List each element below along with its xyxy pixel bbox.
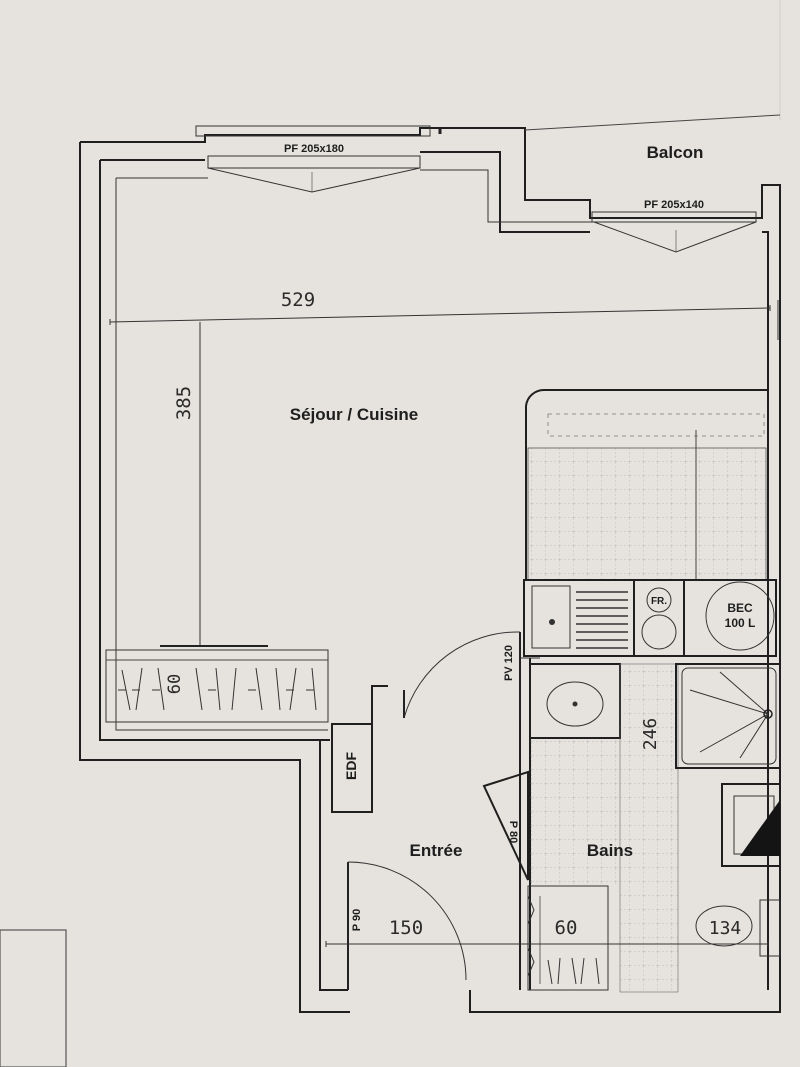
kitchen-units	[525, 388, 768, 581]
dimension-depth	[160, 322, 268, 647]
room-label-balcon: Balcon	[647, 143, 704, 162]
door-label-p80: P 80	[507, 821, 519, 843]
meter-label-edf: EDF	[343, 752, 359, 780]
door-label-p90: P 90	[351, 909, 363, 931]
toilet	[695, 905, 753, 947]
room-label-entree: Entrée	[410, 841, 463, 860]
dim-label-closet: 60	[165, 674, 185, 694]
dim-label-width: 529	[281, 289, 315, 311]
window-label-pf-balcon: PF 205x140	[644, 199, 704, 211]
dim-label-bath: 246	[640, 718, 661, 751]
water-heater	[683, 579, 777, 657]
window-pf-main	[195, 125, 442, 193]
water-heater-label-1: BEC	[727, 601, 753, 615]
window-pf-balcon	[524, 114, 781, 253]
room-label-bains: Bains	[587, 841, 633, 860]
dim-label-depth: 385	[173, 386, 195, 420]
closet	[105, 649, 329, 723]
dim-label-entree: 150	[389, 917, 423, 939]
room-label-sejour: Séjour / Cuisine	[290, 405, 418, 424]
dim-label-wc: 134	[709, 918, 742, 939]
fridge-label: FR.	[651, 596, 667, 607]
bathroom-fixtures	[529, 663, 781, 993]
water-heater-label-2: 100 L	[725, 616, 756, 630]
door-label-pv: PV 120	[503, 645, 515, 681]
door-p80	[482, 770, 529, 881]
dimension-width	[109, 304, 771, 326]
door-pv-120	[403, 631, 521, 720]
dim-label-bath-closet: 60	[555, 917, 578, 939]
window-label-pf-main: PF 205x180	[284, 143, 344, 155]
bath-closet	[527, 885, 609, 991]
door-p90	[347, 861, 467, 990]
